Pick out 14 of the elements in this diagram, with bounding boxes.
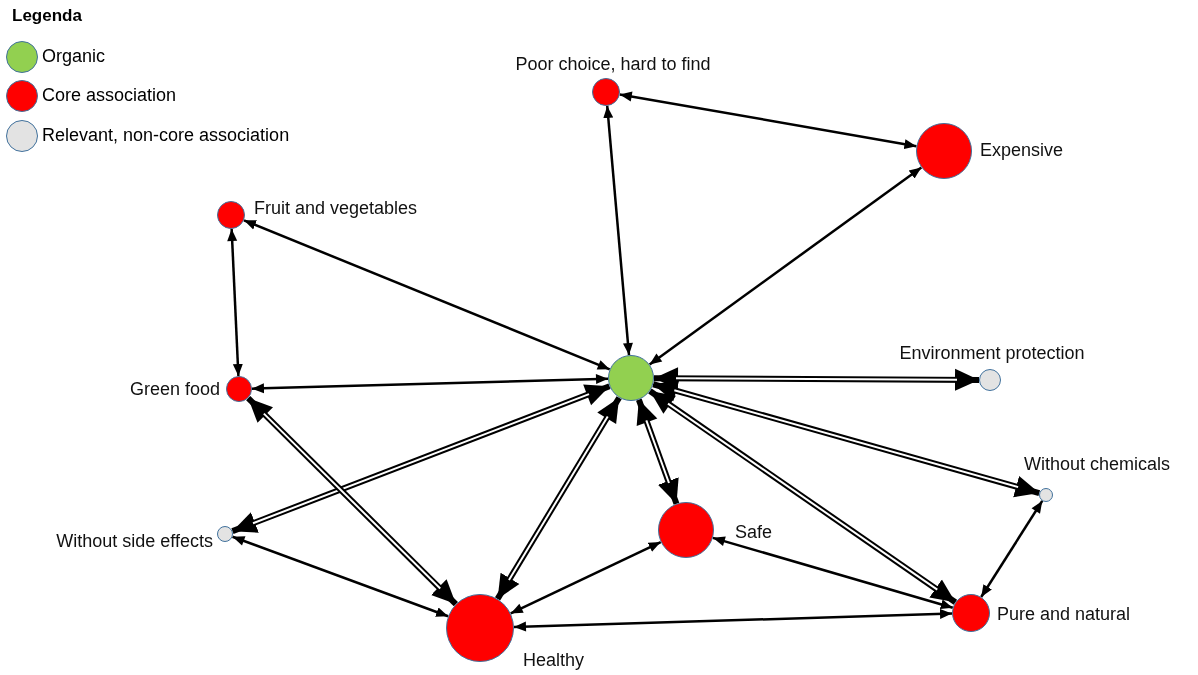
node-label: Safe (735, 521, 773, 543)
legend-label: Organic (42, 45, 106, 67)
node-label: Without chemicals (1023, 453, 1171, 475)
node-label: Fruit and vegetables (254, 197, 418, 219)
node-label: Green food (129, 378, 220, 400)
node-label: Healthy (523, 649, 585, 671)
legend-label: Relevant, non-core association (42, 124, 290, 146)
legend-title: Legenda (12, 6, 82, 26)
node-label: Environment protection (899, 342, 1085, 364)
node-label: Expensive (980, 139, 1064, 161)
node-label: Pure and natural (997, 603, 1131, 625)
legend-label: Core association (42, 84, 177, 106)
node-label: Poor choice, hard to find (515, 53, 711, 75)
node-label: Without side effects (56, 530, 213, 552)
